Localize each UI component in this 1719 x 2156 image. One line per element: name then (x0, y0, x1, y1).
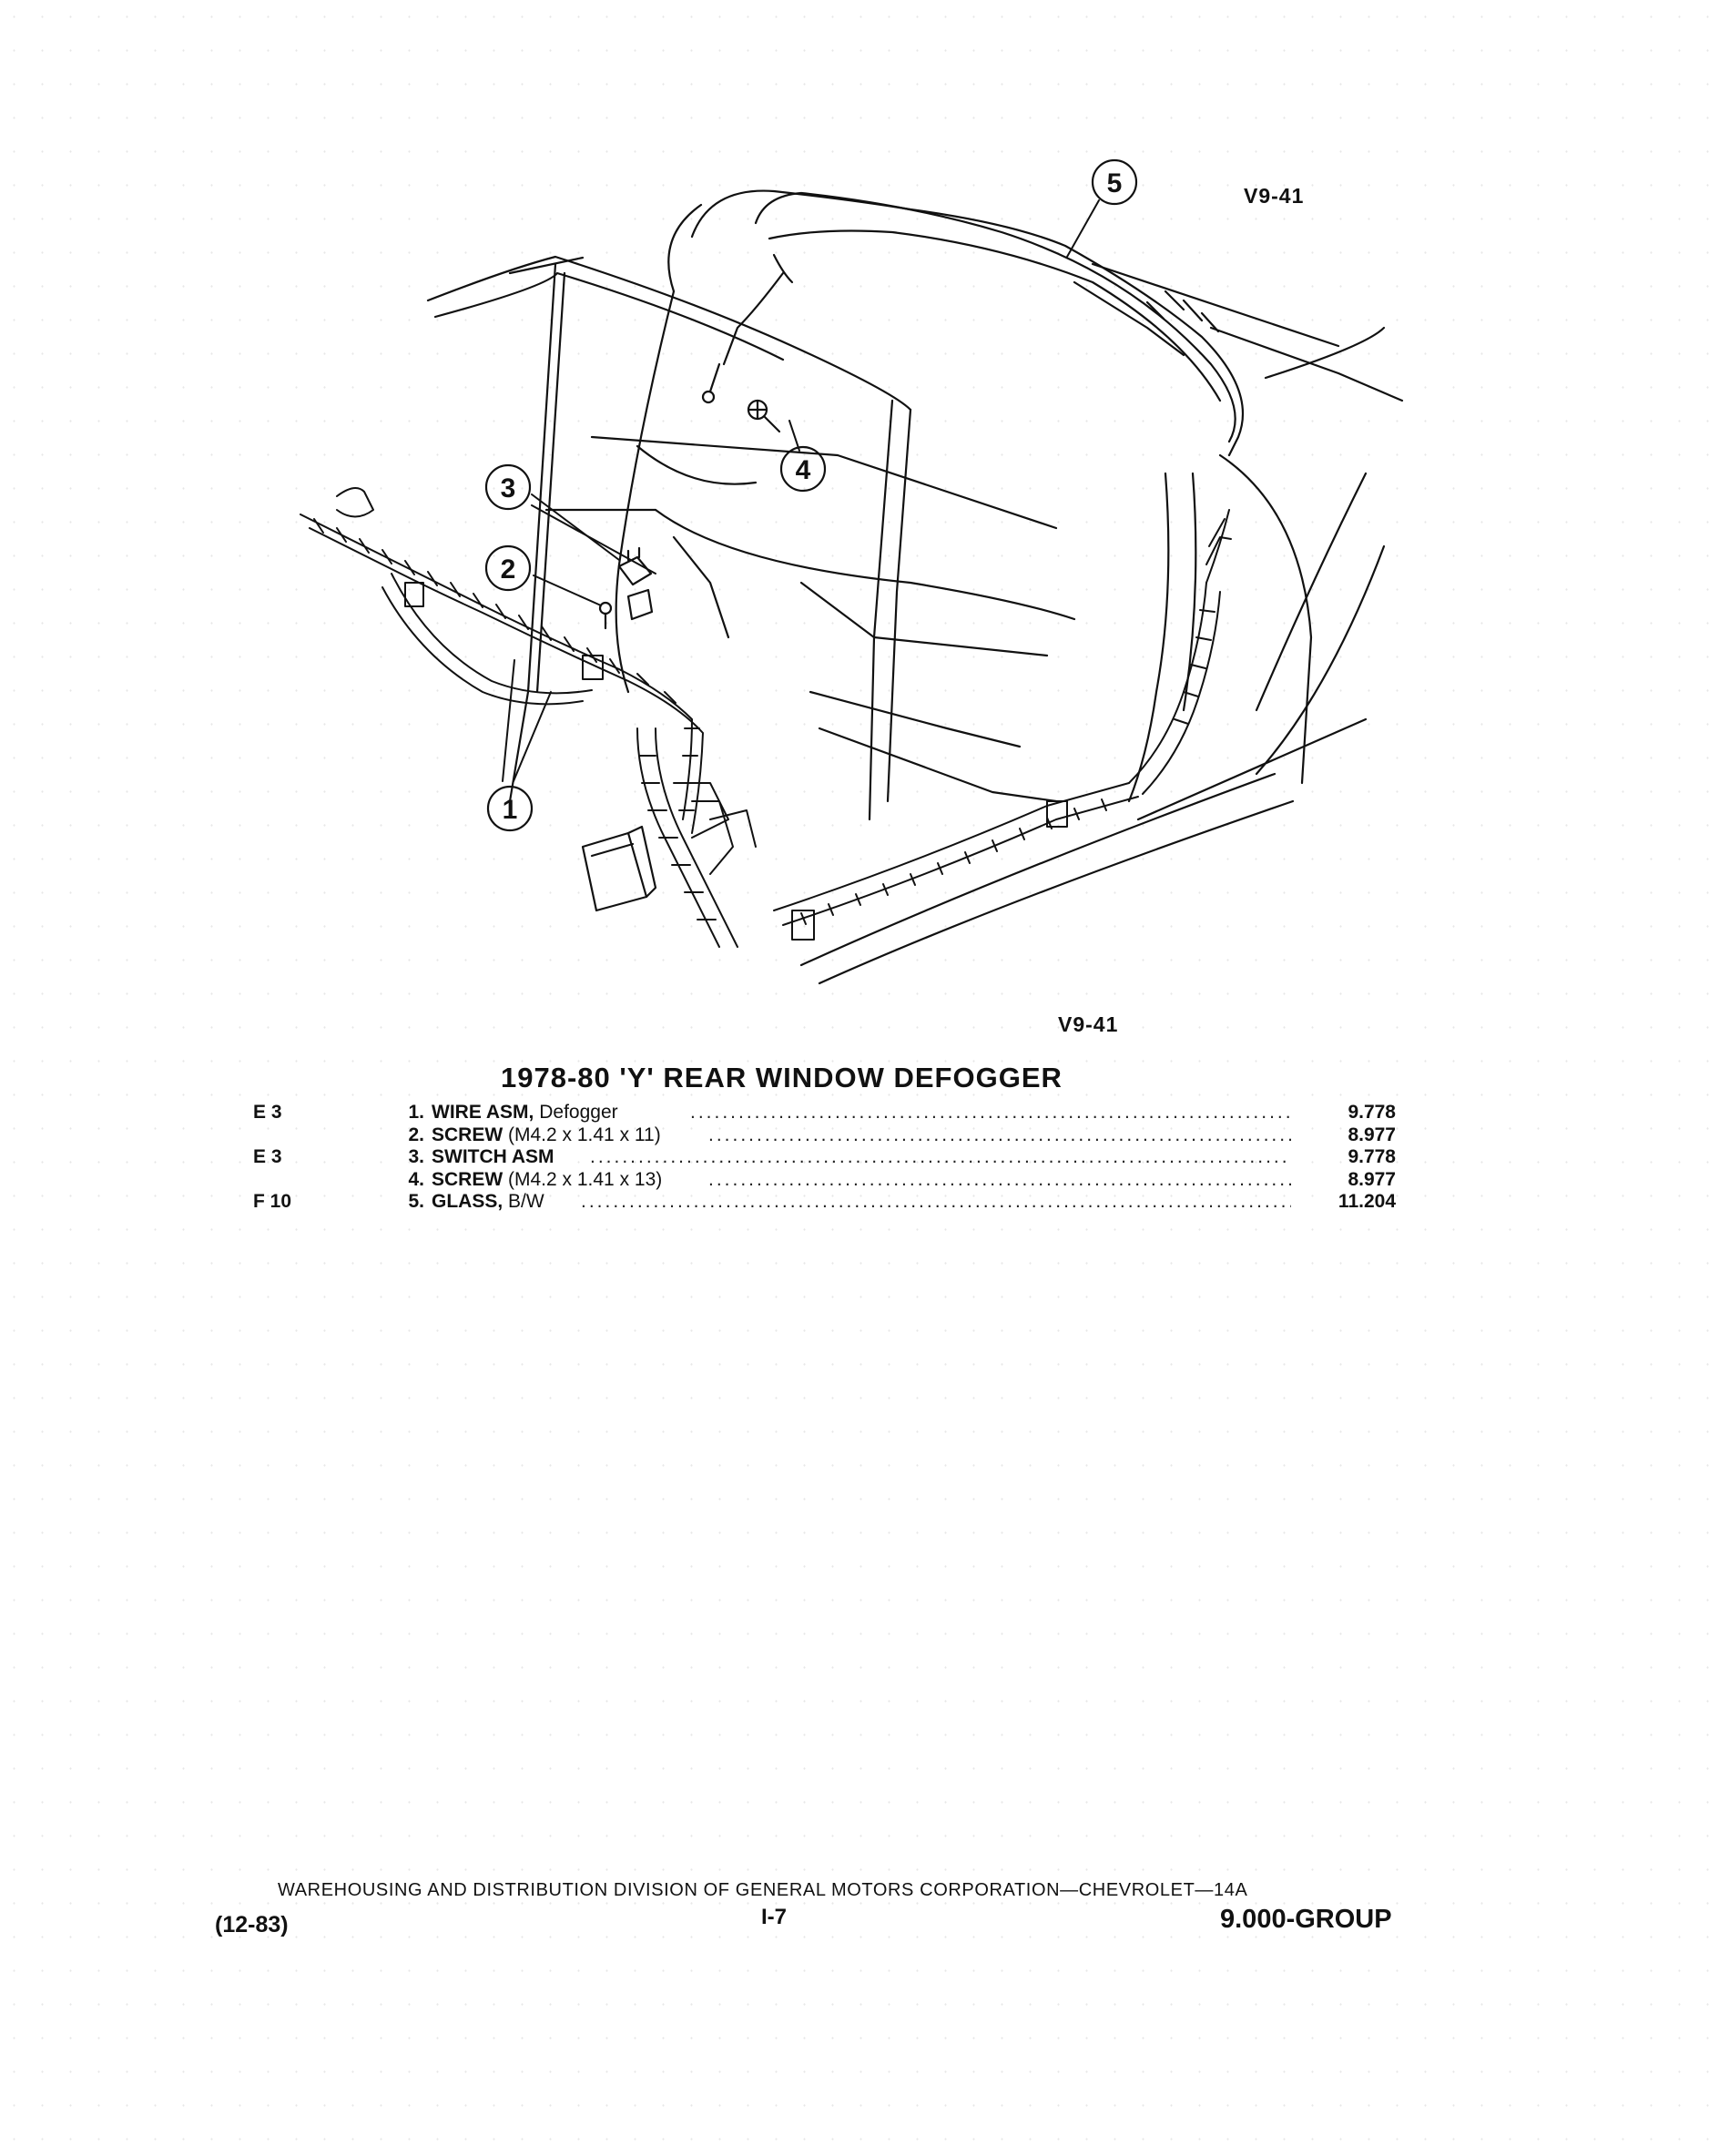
footer-group: 9.000-GROUP (1220, 1905, 1392, 1934)
part-number: 1. (408, 1102, 424, 1123)
callout-5: 5 (1091, 158, 1138, 206)
part-group-code: 8.977 (1348, 1168, 1396, 1190)
callout-3-label: 3 (501, 473, 516, 503)
part-group-code: 8.977 (1348, 1124, 1396, 1145)
footer-page-number: I-7 (761, 1905, 788, 1929)
part-number: 5. (408, 1191, 424, 1212)
callout-1-label: 1 (503, 795, 518, 825)
callout-2-label: 2 (501, 554, 516, 585)
dot-leader: ........................................… (690, 1102, 1291, 1123)
part-description: (M4.2 x 1.41 x 13) (508, 1168, 663, 1190)
wire-harness-drawing (300, 487, 757, 948)
footer-date: (12-83) (215, 1912, 289, 1937)
parts-row: 2. SCREW (M4.2 x 1.41 x 11) ............… (253, 1124, 1396, 1147)
part-location: E 3 (253, 1146, 282, 1167)
parts-row: E 3 3. SWITCH ASM ......................… (253, 1146, 1396, 1169)
callout-2: 2 (484, 544, 532, 592)
part-name: WIRE ASM, Defogger (432, 1102, 618, 1124)
rocker-harness-drawing (773, 509, 1232, 941)
floor-console-drawing (544, 435, 1076, 803)
callout-5-label: 5 (1107, 168, 1123, 198)
rear-window-drawing (667, 189, 1404, 457)
page-title: 1978-80 'Y' REAR WINDOW DEFOGGER (501, 1062, 1063, 1093)
body-pillar-drawing (615, 290, 1386, 985)
part-name-text: SCREW (432, 1168, 503, 1190)
part-name: SCREW (M4.2 x 1.41 x 11) (432, 1124, 661, 1147)
part-description: Defogger (539, 1102, 618, 1123)
connector-module-drawing (581, 825, 657, 912)
figure-code-bottom: V9-41 (1058, 1012, 1119, 1036)
part-name: SWITCH ASM (432, 1146, 554, 1169)
parts-row: 4. SCREW (M4.2 x 1.41 x 13) ............… (253, 1169, 1396, 1192)
dot-leader: ........................................… (590, 1146, 1291, 1167)
part-location: F 10 (253, 1191, 292, 1212)
callout-4-label: 4 (796, 455, 811, 485)
defogger-exploded-illustration: 5 4 3 2 1 (300, 158, 1404, 985)
screw-4-drawing (747, 399, 781, 433)
part-group-code: 9.778 (1348, 1146, 1396, 1167)
parts-row: F 10 5. GLASS, B/W .....................… (253, 1191, 1396, 1214)
part-name-text: GLASS, (432, 1191, 503, 1212)
callout-leaders (502, 199, 1100, 782)
part-number: 4. (408, 1168, 424, 1190)
defogger-lead-wire-drawing (701, 271, 785, 404)
callout-3: 3 (484, 463, 532, 511)
parts-list: E 3 1. WIRE ASM, Defogger ..............… (253, 1102, 1396, 1214)
part-number: 3. (408, 1146, 424, 1167)
part-description: B/W (508, 1191, 544, 1212)
part-name: SCREW (M4.2 x 1.41 x 13) (432, 1169, 662, 1192)
dot-leader: ........................................… (708, 1168, 1291, 1190)
dot-leader: ........................................… (708, 1124, 1291, 1145)
part-name-text: SWITCH ASM (432, 1146, 554, 1167)
part-group-code: 9.778 (1348, 1102, 1396, 1123)
part-number: 2. (408, 1124, 424, 1145)
figure-code-top: V9-41 (1244, 184, 1305, 208)
dot-leader: ........................................… (581, 1191, 1291, 1212)
part-name-text: WIRE ASM, (432, 1102, 534, 1123)
windshield-frame-drawing (426, 255, 912, 821)
callout-4: 4 (779, 445, 827, 493)
part-name-text: SCREW (432, 1124, 503, 1145)
part-name: GLASS, B/W (432, 1191, 544, 1214)
part-location: E 3 (253, 1102, 282, 1123)
footer-publisher: WAREHOUSING AND DISTRIBUTION DIVISION OF… (278, 1880, 1248, 1900)
callout-1: 1 (486, 785, 534, 832)
switch-assembly-drawing (598, 546, 654, 630)
parts-row: E 3 1. WIRE ASM, Defogger ..............… (253, 1102, 1396, 1124)
part-group-code: 11.204 (1338, 1191, 1396, 1212)
part-description: (M4.2 x 1.41 x 11) (508, 1124, 661, 1145)
